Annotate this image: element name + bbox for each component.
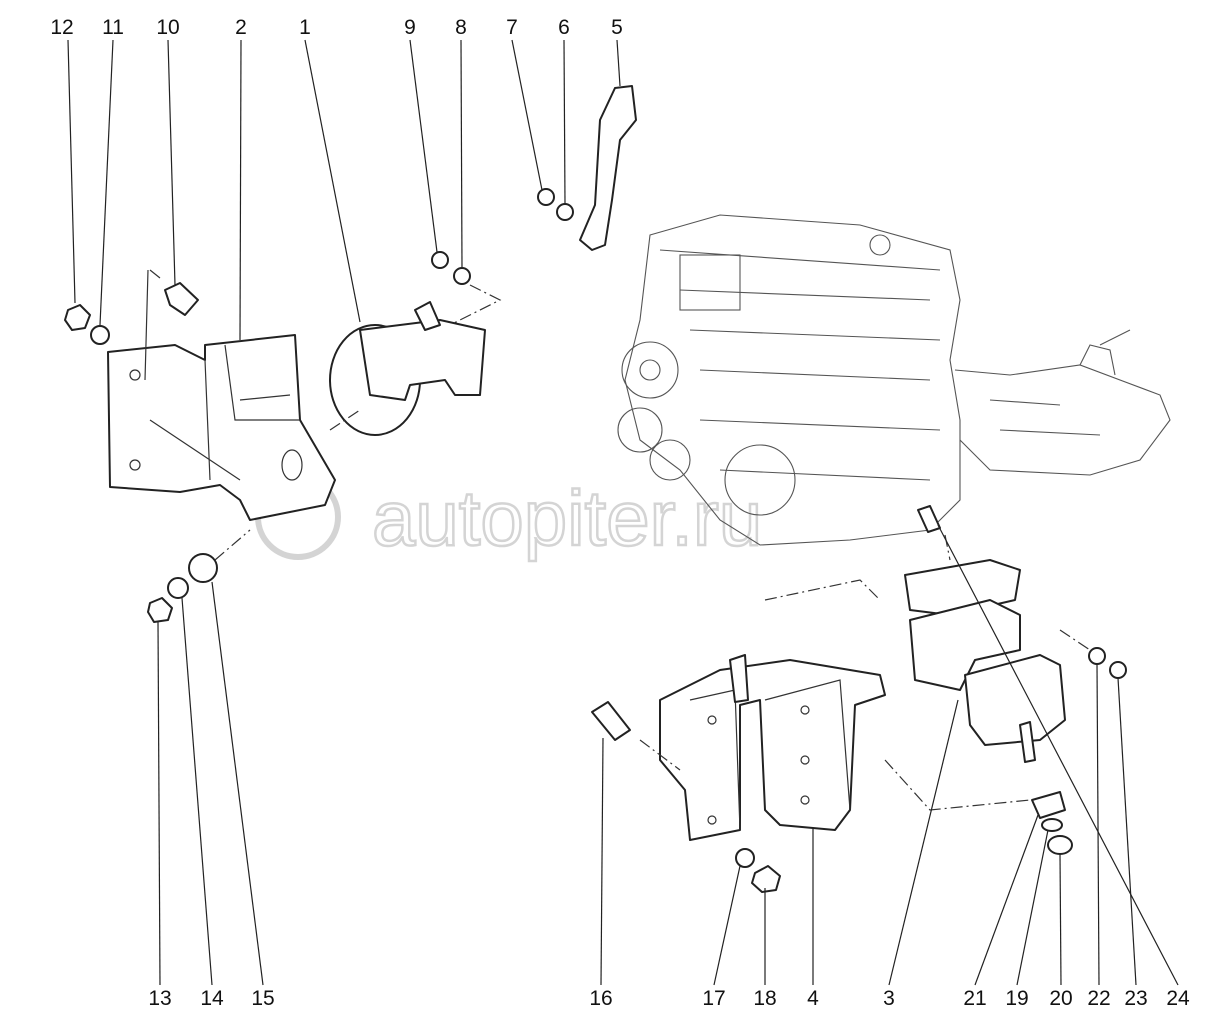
watermark-text: autopiter.ru <box>372 474 762 562</box>
callout-label-4: 4 <box>807 987 819 1010</box>
callout-label-6: 6 <box>558 16 570 39</box>
callout-label-21: 21 <box>963 987 986 1010</box>
part-21-washer <box>1031 791 1066 819</box>
callout-label-9: 9 <box>404 16 416 39</box>
callout-label-16: 16 <box>589 987 612 1010</box>
leader-line-12 <box>67 39 76 304</box>
leader-line-5 <box>616 39 621 87</box>
part-9-nut <box>431 251 449 269</box>
callout-label-13: 13 <box>148 987 171 1010</box>
leader-line-19 <box>1016 829 1049 986</box>
callout-label-12: 12 <box>50 16 73 39</box>
leader-line-6 <box>563 39 566 205</box>
watermark: autopiter.ru <box>255 473 764 563</box>
part-6-washer <box>556 203 574 221</box>
part-10-bolt <box>164 282 199 316</box>
callout-label-1: 1 <box>299 16 311 39</box>
callout-label-17: 17 <box>702 987 725 1010</box>
leader-line-14 <box>181 597 213 986</box>
callout-label-3: 3 <box>883 987 895 1010</box>
callout-label-22: 22 <box>1087 987 1110 1010</box>
part-17-washer <box>735 848 755 868</box>
callout-label-18: 18 <box>753 987 776 1010</box>
part-20-nut <box>1047 835 1073 855</box>
part-2-bracket <box>107 334 336 521</box>
leader-line-17 <box>713 865 741 986</box>
callout-label-23: 23 <box>1124 987 1147 1010</box>
callout-label-7: 7 <box>506 16 518 39</box>
leader-lines <box>67 39 1179 986</box>
part-12-nut <box>64 304 91 331</box>
leader-line-3 <box>888 699 959 986</box>
callout-label-10: 10 <box>156 16 179 39</box>
leader-line-22 <box>1096 663 1100 986</box>
part-3-engine-support <box>904 559 1066 763</box>
part-15-cushion <box>188 553 218 583</box>
callout-label-20: 20 <box>1049 987 1072 1010</box>
part-11-washer <box>90 325 110 345</box>
leader-line-16 <box>600 737 604 986</box>
leader-line-20 <box>1059 853 1062 986</box>
leader-line-13 <box>157 621 161 986</box>
callout-label-19: 19 <box>1005 987 1028 1010</box>
part-8-washer <box>453 267 471 285</box>
part-23-nut <box>1109 661 1127 679</box>
callout-label-2: 2 <box>235 16 247 39</box>
part-13-nut <box>147 597 173 623</box>
leader-line-10 <box>167 39 176 286</box>
leader-line-23 <box>1117 677 1137 986</box>
leader-line-21 <box>974 814 1039 986</box>
leader-line-15 <box>211 581 264 986</box>
leader-line-9 <box>409 39 438 253</box>
callout-label-24: 24 <box>1166 987 1190 1010</box>
part-7-nut <box>537 188 555 206</box>
leader-line-1 <box>304 39 361 323</box>
part-18-nut <box>751 865 781 893</box>
part-24-stud <box>917 505 941 533</box>
engine-assembly <box>617 214 1171 546</box>
callout-label-14: 14 <box>200 987 224 1010</box>
part-1-engine-support <box>329 301 486 436</box>
part-16-bolt <box>591 701 631 741</box>
callout-label-5: 5 <box>611 16 623 39</box>
part-19-washer <box>1041 818 1063 832</box>
leader-line-7 <box>511 39 543 191</box>
leader-line-11 <box>99 39 114 326</box>
callout-label-15: 15 <box>251 987 274 1010</box>
leader-line-24 <box>937 524 1179 986</box>
part-14-washer <box>167 577 189 599</box>
callout-label-11: 11 <box>102 16 124 39</box>
leader-line-2 <box>239 39 242 341</box>
part-22-washer <box>1088 647 1106 665</box>
leader-line-8 <box>460 39 463 269</box>
callout-label-8: 8 <box>455 16 467 39</box>
part-5-bracket <box>579 85 637 251</box>
part-4-bracket <box>659 654 886 841</box>
